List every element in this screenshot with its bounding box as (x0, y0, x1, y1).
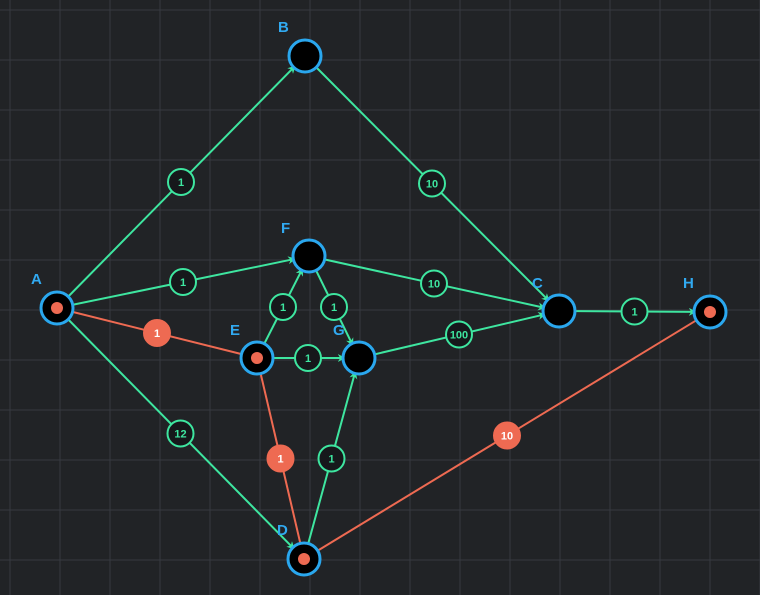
weights-layer: 1 10 1 10 1 1 1 1 100 12 1 1 1 10 (143, 168, 649, 473)
weight-badge (317, 444, 346, 473)
weight-badge (493, 421, 521, 450)
weight-badge (420, 269, 448, 298)
edge-weight-a-b[interactable]: 1 (167, 168, 195, 196)
node-c[interactable]: C (532, 275, 577, 329)
weight-label: 1 (328, 454, 334, 466)
nodes-layer: A B F C H E G D (31, 19, 728, 577)
weight-badge (418, 169, 446, 198)
node-b[interactable]: B (278, 19, 323, 74)
weight-label: 1 (280, 302, 286, 314)
path-marker-dot (704, 306, 716, 318)
node-e[interactable]: E (230, 322, 275, 376)
edge-weight-a-e[interactable]: 1 (143, 319, 171, 347)
node-label: B (278, 19, 289, 36)
weight-badge (445, 320, 473, 349)
weight-label: 100 (450, 330, 468, 342)
weight-badge (269, 293, 297, 321)
weight-badge (169, 268, 197, 296)
edge-weight-a-f[interactable]: 1 (169, 268, 197, 296)
node-d[interactable]: D (277, 522, 322, 577)
edge-weight-f-c[interactable]: 10 (420, 269, 448, 298)
node-label: F (281, 220, 290, 237)
weight-badge (294, 344, 322, 372)
node-label: A (31, 271, 42, 288)
edge-weight-c-h[interactable]: 1 (620, 297, 649, 326)
node-label: C (532, 275, 543, 292)
edge-weight-b-c[interactable]: 10 (418, 169, 446, 198)
node-a[interactable]: A (31, 271, 75, 326)
node-f[interactable]: F (281, 220, 327, 274)
path-marker-dot (51, 302, 63, 314)
edge-weight-e-f[interactable]: 1 (269, 293, 297, 321)
weight-label: 1 (178, 177, 184, 189)
node-circle (541, 293, 577, 329)
weight-badge (167, 168, 195, 196)
weight-label: 10 (428, 279, 440, 291)
weight-label: 1 (631, 307, 637, 319)
edge-weight-d-h[interactable]: 10 (493, 421, 521, 450)
node-g[interactable]: G (333, 322, 377, 376)
weight-label: 12 (174, 429, 186, 441)
weight-label: 10 (426, 179, 438, 191)
weight-label: 1 (180, 277, 186, 289)
node-circle (291, 238, 327, 274)
edge-weight-g-c[interactable]: 100 (445, 320, 473, 349)
node-label: D (277, 522, 288, 539)
edges-layer (56, 55, 708, 560)
weight-label: 1 (154, 328, 160, 340)
node-label: H (683, 275, 694, 292)
weight-badge (143, 319, 171, 347)
edge-weight-f-g[interactable]: 1 (320, 293, 348, 321)
node-label: G (333, 322, 345, 339)
node-circle (287, 38, 323, 74)
node-circle (341, 340, 377, 376)
weight-label: 10 (501, 431, 513, 443)
node-label: E (230, 322, 240, 339)
edge-weight-d-g[interactable]: 1 (317, 444, 346, 473)
node-h[interactable]: H (683, 275, 728, 330)
edge-weight-e-d[interactable]: 1 (266, 444, 295, 473)
weight-label: 1 (305, 353, 311, 365)
path-marker-dot (298, 553, 310, 565)
weight-badge (620, 297, 649, 326)
weight-label: 1 (331, 302, 337, 314)
edge-weight-e-g[interactable]: 1 (294, 344, 322, 372)
edge-weight-a-d[interactable]: 12 (166, 419, 195, 448)
weight-badge (320, 293, 348, 321)
path-marker-dot (251, 352, 263, 364)
weight-label: 1 (277, 454, 283, 466)
weight-badge (166, 419, 195, 448)
weight-badge (266, 444, 295, 473)
